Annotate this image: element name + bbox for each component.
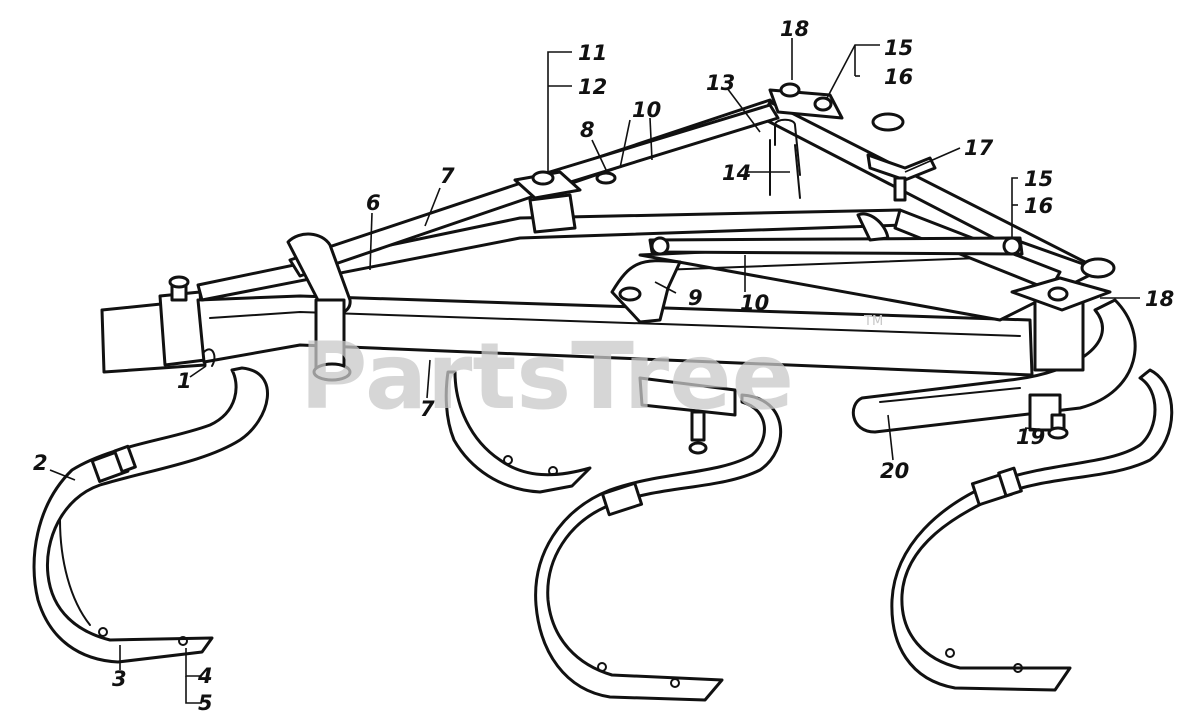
callout-12: 12 (578, 75, 607, 99)
callout-20: 20 (880, 459, 909, 483)
leader-lines (49, 38, 1140, 704)
callout-5: 5 (198, 691, 213, 715)
callout-18-top: 18 (780, 17, 809, 41)
trademark-mark: TM (863, 314, 883, 329)
callout-15-right: 15 (1024, 167, 1053, 191)
callout-15-top: 15 (884, 36, 913, 60)
callout-11: 11 (578, 41, 607, 65)
callout-16-right: 16 (1024, 194, 1053, 218)
callout-labels: 1 2 3 4 5 6 7 7 8 9 10 10 11 12 13 14 15… (33, 17, 1174, 715)
callout-13: 13 (706, 71, 735, 95)
callout-10-upper: 10 (632, 98, 661, 122)
callout-6: 6 (366, 191, 381, 215)
callout-7-upper: 7 (440, 164, 455, 188)
callout-17: 17 (964, 136, 994, 160)
callout-14: 14 (722, 161, 751, 185)
callout-9: 9 (688, 286, 703, 310)
tine-left (32, 366, 269, 664)
callout-19: 19 (1016, 425, 1045, 449)
main-frame (100, 82, 1116, 455)
callout-2: 2 (33, 451, 48, 475)
tine-rear-center (444, 370, 592, 494)
tine-front-center (534, 393, 783, 702)
tine-right (890, 368, 1174, 692)
callout-18-right: 18 (1145, 287, 1174, 311)
callout-10-lower: 10 (740, 291, 769, 315)
watermark: PartsTree (300, 323, 794, 430)
callout-7-lower: 7 (420, 397, 435, 421)
callout-3: 3 (112, 667, 127, 691)
callout-1: 1 (177, 369, 192, 393)
callout-16-top: 16 (884, 65, 913, 89)
callout-8: 8 (580, 118, 595, 142)
callout-4: 4 (197, 664, 213, 688)
